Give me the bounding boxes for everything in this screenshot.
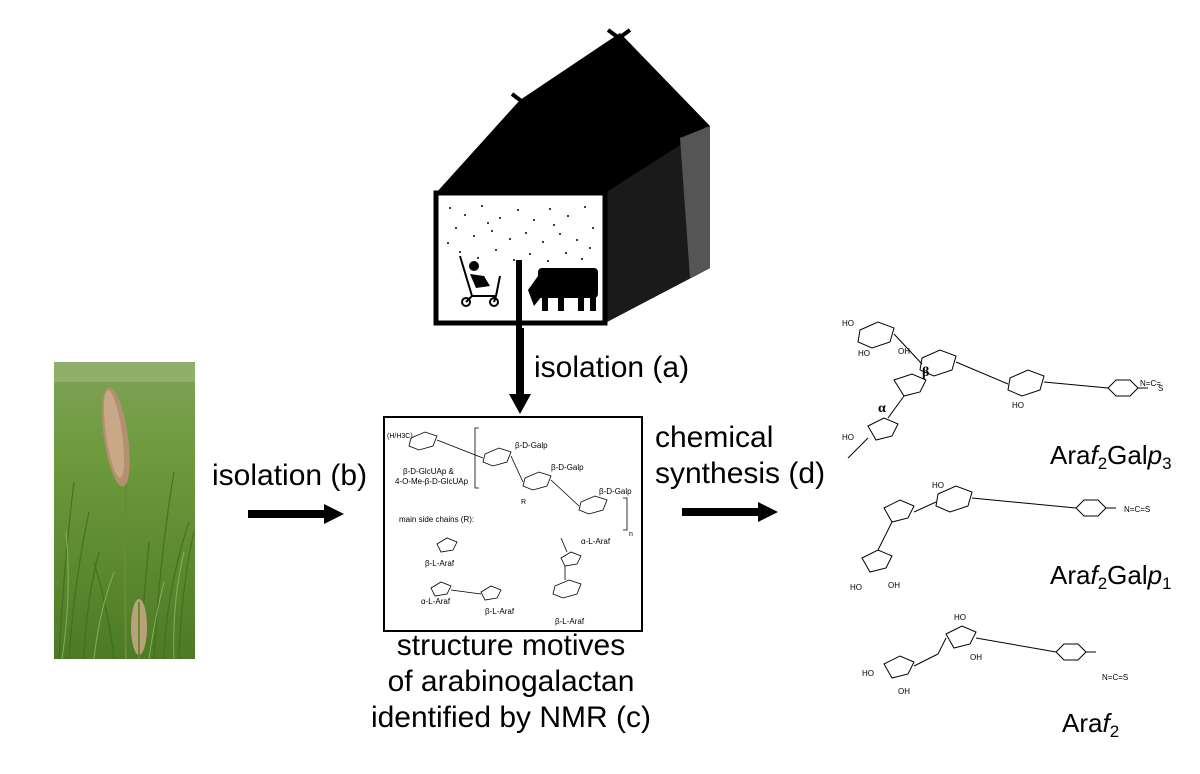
svg-text:HO: HO xyxy=(932,481,944,490)
svg-text:α: α xyxy=(878,401,886,416)
svg-text:HO: HO xyxy=(858,349,870,358)
molecule-label-3: Araf2 xyxy=(1062,708,1120,741)
svg-text:β-L-Araf: β-L-Araf xyxy=(555,617,585,626)
structure-box: (H/H3C) β-D-Galp β-D-Galp β-D-Galp β-D-G… xyxy=(383,416,643,632)
svg-text:N=C=S: N=C=S xyxy=(1102,673,1128,682)
cow-icon xyxy=(528,268,598,311)
svg-text:n: n xyxy=(629,531,633,538)
svg-text:β-D-GlcUAp &: β-D-GlcUAp & xyxy=(403,467,454,476)
svg-text:HO: HO xyxy=(1012,401,1024,410)
svg-text:OH: OH xyxy=(898,347,910,356)
structure-caption-2: of arabinogalactan xyxy=(387,665,635,698)
svg-text:β-L-Araf: β-L-Araf xyxy=(425,559,455,568)
svg-text:N=C=S: N=C=S xyxy=(1124,505,1150,514)
svg-text:OH: OH xyxy=(898,687,910,696)
molecule-structure-2: N=C=S HO HO OH xyxy=(848,478,1168,598)
svg-text:HO: HO xyxy=(954,613,966,622)
svg-text:β-D-Galp: β-D-Galp xyxy=(551,463,584,472)
dust-particles xyxy=(447,205,594,262)
svg-text:R: R xyxy=(521,499,526,506)
svg-text:β-D-Galp: β-D-Galp xyxy=(515,441,548,450)
svg-text:α-L-Araf: α-L-Araf xyxy=(421,597,451,606)
barn-graphic xyxy=(433,28,710,328)
molecule-structure-3: N=C=S HO OH HO OH xyxy=(858,608,1148,708)
grass-photo-graphic xyxy=(54,362,195,660)
label-chemical-synthesis-1: chemical xyxy=(655,421,774,454)
svg-text:HO: HO xyxy=(862,669,874,678)
arrow-chemical-synthesis xyxy=(682,502,778,522)
structure-caption-1: structure motives xyxy=(396,629,626,662)
svg-text:HO: HO xyxy=(842,433,854,442)
svg-text:β: β xyxy=(922,365,929,380)
pram-icon xyxy=(459,255,501,307)
label-isolation-a: isolation (a) xyxy=(534,351,690,384)
svg-text:HO: HO xyxy=(850,583,862,592)
svg-text:N=C=: N=C= xyxy=(1140,379,1161,388)
arrow-isolation-a xyxy=(509,328,531,414)
svg-text:β-L-Araf: β-L-Araf xyxy=(485,607,515,616)
svg-text:OH: OH xyxy=(888,581,900,590)
svg-text:α-L-Araf: α-L-Araf xyxy=(581,537,611,546)
molecule-label-1: Araf2Galp3 xyxy=(1050,440,1172,473)
svg-text:HO: HO xyxy=(842,319,854,328)
svg-text:OH: OH xyxy=(970,653,982,662)
svg-text:β-D-Galp: β-D-Galp xyxy=(599,487,632,496)
svg-text:main side chains (R):: main side chains (R): xyxy=(399,515,474,524)
molecule-label-2: Araf2Galp1 xyxy=(1050,560,1172,593)
structure-caption-3: identified by NMR (c) xyxy=(370,701,652,734)
svg-text:(H/H3C): (H/H3C) xyxy=(387,433,413,440)
molecule-structure-1: S N=C= β α HO HO OH HO HO xyxy=(838,308,1168,468)
svg-text:S: S xyxy=(1158,384,1163,393)
arrow-isolation-b xyxy=(248,504,344,524)
grass-photo xyxy=(54,362,195,660)
label-chemical-synthesis-2: synthesis (d) xyxy=(655,457,826,490)
arabinogalactan-structure: (H/H3C) β-D-Galp β-D-Galp β-D-Galp β-D-G… xyxy=(387,427,633,626)
svg-text:4-O-Me-β-D-GlcUAp: 4-O-Me-β-D-GlcUAp xyxy=(395,477,469,486)
label-isolation-b: isolation (b) xyxy=(212,459,368,492)
barn-illustration xyxy=(430,28,720,328)
